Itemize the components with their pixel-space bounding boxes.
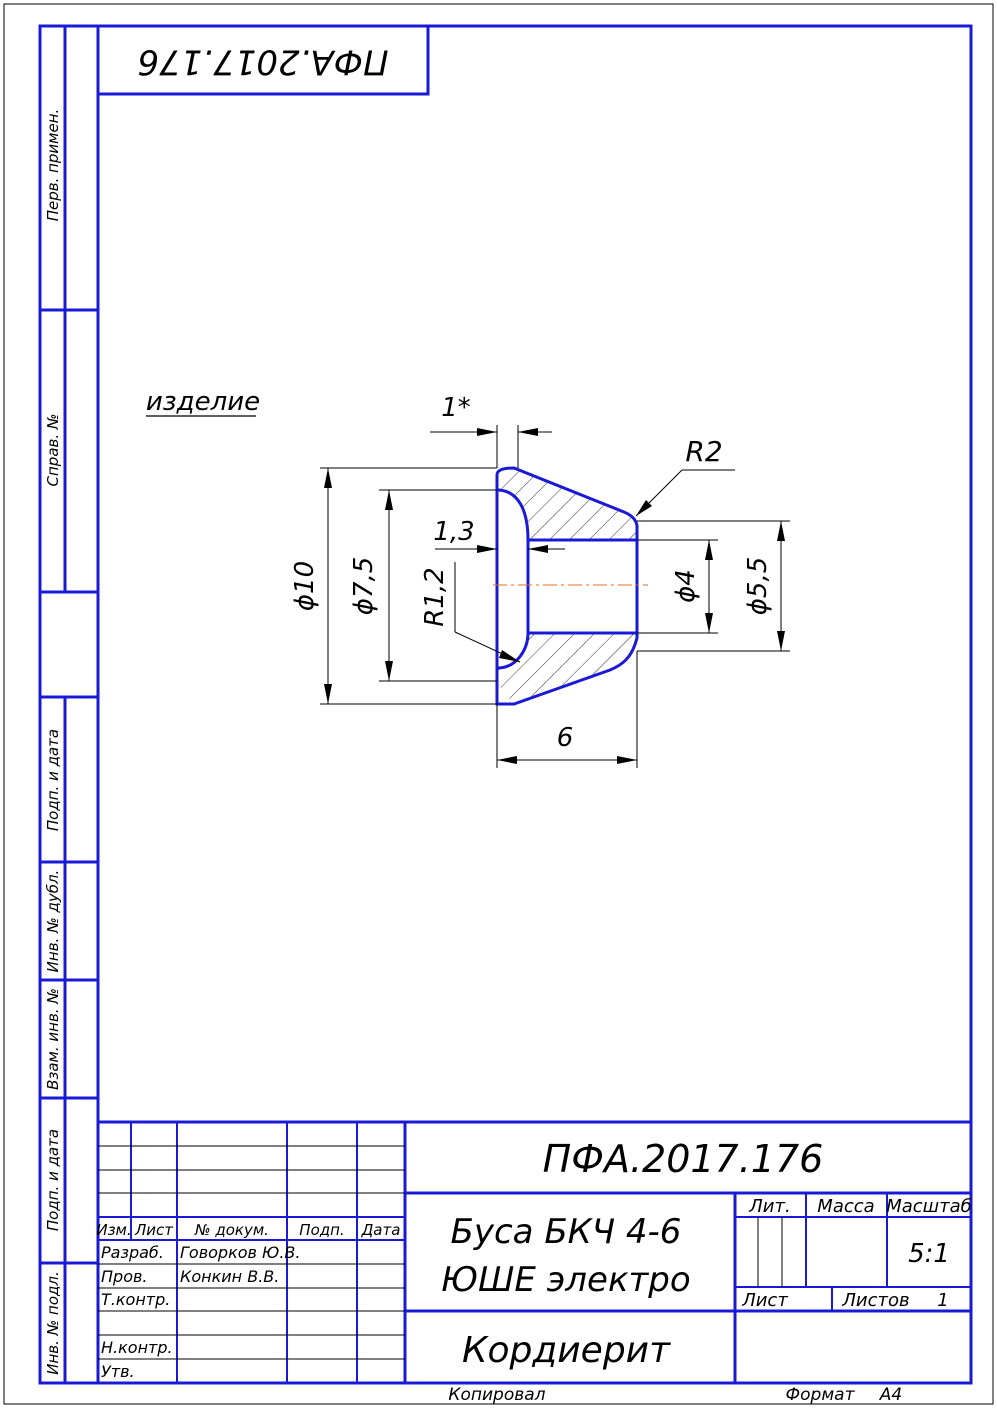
tb-header-no-dokum: № докум. [194, 1221, 269, 1239]
part-inner-cup [496, 488, 530, 670]
dim-1: 1* [430, 393, 552, 468]
dim-r12: R1,2 [420, 562, 521, 663]
part-note: изделие [146, 387, 260, 417]
tb-scale-value: 5:1 [908, 1239, 950, 1269]
tb-name-razrab: Говорков Ю.В. [180, 1243, 300, 1262]
tb-role-nkontr: Н.контр. [101, 1338, 173, 1357]
tb-role-utv: Утв. [101, 1362, 135, 1381]
dim-6-label: 6 [557, 723, 574, 753]
format-label: Формат [786, 1385, 856, 1405]
title-block: Изм. Лист № докум. Подп. Дата Разраб. Го… [96, 1120, 972, 1383]
format-value: А4 [879, 1385, 902, 1405]
tb-role-prov: Пров. [101, 1267, 148, 1286]
doc-number-rotated: ПФА.2017.176 [137, 42, 388, 82]
tb-sheets-value: 1 [937, 1290, 948, 1311]
label-inv-no-dubl: Инв. № дубл. [44, 870, 62, 973]
tb-title-line2: ЮШЕ электро [441, 1260, 690, 1300]
label-podp-data-2: Подп. и дата [44, 1129, 62, 1231]
tb-header-massa: Масса [817, 1196, 874, 1217]
label-perv-primen: Перв. примен. [44, 109, 62, 222]
dim-phi10-label: ϕ10 [290, 561, 320, 611]
left-strip: Перв. примен. Справ. № Подп. и дата Инв.… [40, 26, 98, 1383]
tb-header-podp: Подп. [299, 1221, 344, 1239]
tb-header-data: Дата [361, 1221, 401, 1239]
dim-phi4-label: ϕ4 [671, 569, 701, 603]
label-podp-data-1: Подп. и дата [44, 729, 62, 831]
tb-title-line1: Буса БКЧ 4-6 [451, 1212, 682, 1252]
hatch-bottom [497, 633, 637, 704]
tb-role-razrab: Разраб. [101, 1243, 164, 1262]
copied-label: Копировал [448, 1385, 545, 1405]
tb-header-listov: Листов [841, 1290, 909, 1311]
part-outline [495, 466, 639, 706]
dim-r2: R2 [635, 435, 735, 517]
tb-doc-number: ПФА.2017.176 [543, 1137, 824, 1181]
tb-header-list2: Лист [741, 1290, 788, 1311]
part-note-label: изделие [146, 387, 260, 417]
dim-phi4: ϕ4 [637, 539, 718, 634]
tb-role-tkontr: Т.контр. [101, 1290, 170, 1309]
dim-phi55-label: ϕ5,5 [743, 557, 773, 616]
dim-r2-label: R2 [685, 435, 722, 468]
dim-6: 6 [496, 651, 638, 768]
tb-material: Кордиерит [462, 1330, 671, 1371]
tb-name-prov: Конкин В.В. [180, 1267, 279, 1286]
hatch-top [497, 468, 637, 540]
dim-13-label: 1,3 [433, 517, 474, 547]
tb-header-masshtab: Масштаб [886, 1196, 972, 1217]
dim-phi55: ϕ5,5 [637, 520, 790, 652]
label-vzam-inv-no: Взам. инв. № [44, 988, 62, 1090]
tb-header-lit: Лит. [748, 1196, 790, 1217]
main-frame [38, 24, 973, 1385]
dim-1-label: 1* [441, 393, 471, 423]
outer-frame [3, 3, 994, 1405]
dim-phi75: ϕ7,5 [349, 489, 497, 682]
tb-header-list: Лист [134, 1221, 174, 1239]
label-inv-no-podl: Инв. № подл. [44, 1271, 62, 1374]
tb-header-izm: Изм. [96, 1221, 131, 1239]
part-drawing: 1* R2 1,3 ϕ10 [290, 393, 790, 768]
top-doc-box: ПФА.2017.176 [98, 26, 430, 96]
label-sprav-no: Справ. № [44, 414, 62, 487]
dim-phi75-label: ϕ7,5 [349, 557, 379, 616]
dim-13: 1,3 [433, 517, 565, 553]
dim-r12-label: R1,2 [420, 567, 450, 626]
dim-phi10: ϕ10 [290, 467, 497, 705]
